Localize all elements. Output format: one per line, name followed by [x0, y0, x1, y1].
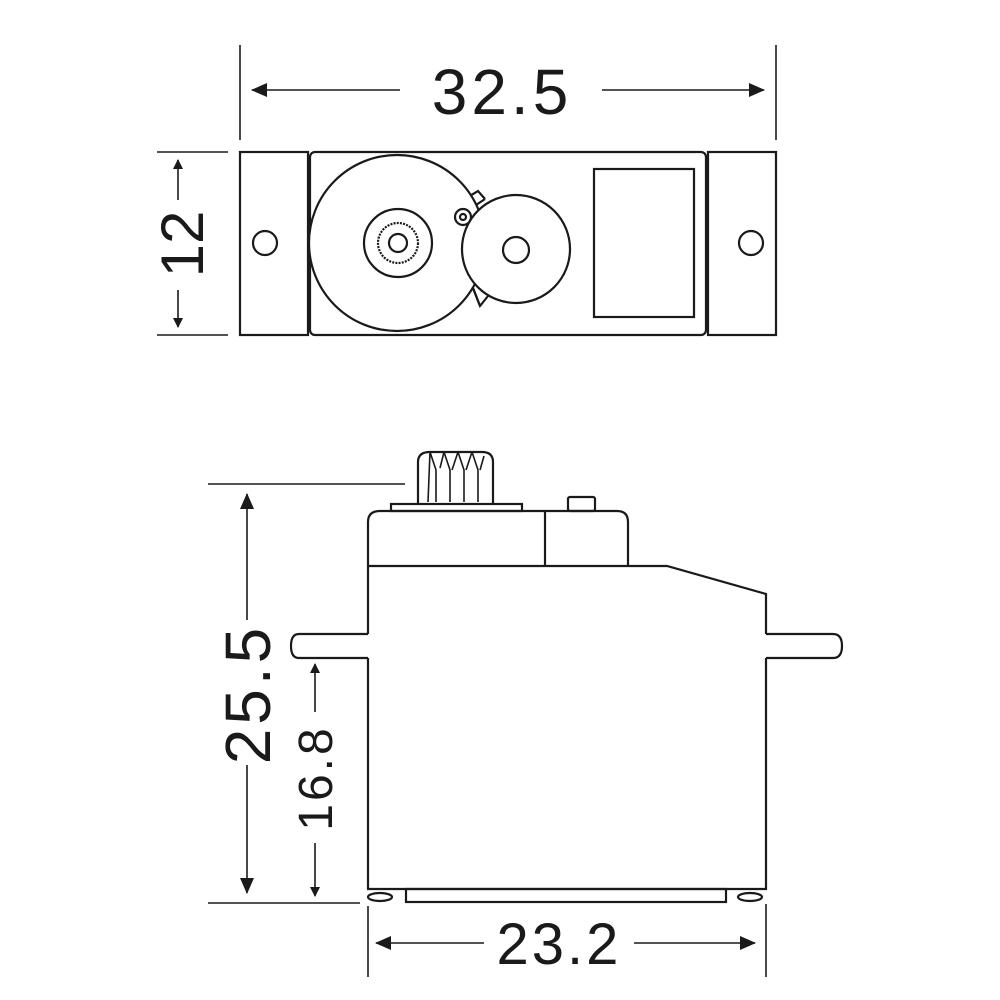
top-view: 32.5 12 — [149, 45, 778, 337]
left-mounting-tab — [238, 150, 310, 337]
secondary-gear-cover — [460, 193, 572, 305]
right-mount-hole — [737, 229, 765, 257]
right-bottom-foot — [736, 891, 764, 903]
side-view: 25.5 16.8 23.2 — [208, 450, 844, 977]
output-shaft-boss — [362, 207, 434, 279]
width-label: 32.5 — [432, 56, 573, 128]
top-cap — [366, 509, 630, 566]
left-mounting-ear — [289, 632, 368, 660]
top-cap-nub — [566, 495, 597, 513]
height-dimension-12: 12 — [149, 151, 228, 336]
total-height-label: 25.5 — [212, 624, 284, 765]
width-dimension-23-2: 23.2 — [367, 904, 767, 977]
height-dimension-16-8: 16.8 — [290, 663, 343, 897]
case-body — [366, 564, 768, 891]
right-mounting-ear — [766, 632, 844, 660]
output-spline-icon — [376, 221, 420, 265]
right-mounting-tab — [706, 150, 778, 337]
bottom-plate — [404, 887, 728, 904]
height-label: 12 — [149, 211, 216, 278]
main-gear-cover — [307, 153, 487, 333]
mount-height-label: 16.8 — [290, 725, 343, 830]
body-width-label: 23.2 — [497, 912, 622, 977]
left-mount-hole — [251, 229, 279, 257]
small-pin — [453, 207, 473, 227]
output-spline — [389, 450, 524, 513]
output-shaft-hole — [387, 232, 409, 254]
case-window — [592, 167, 696, 319]
secondary-gear-hole — [501, 235, 531, 265]
left-bottom-foot — [366, 891, 394, 903]
height-dimension-25-5: 25.5 — [208, 483, 405, 904]
width-dimension-32-5: 32.5 — [239, 45, 777, 140]
